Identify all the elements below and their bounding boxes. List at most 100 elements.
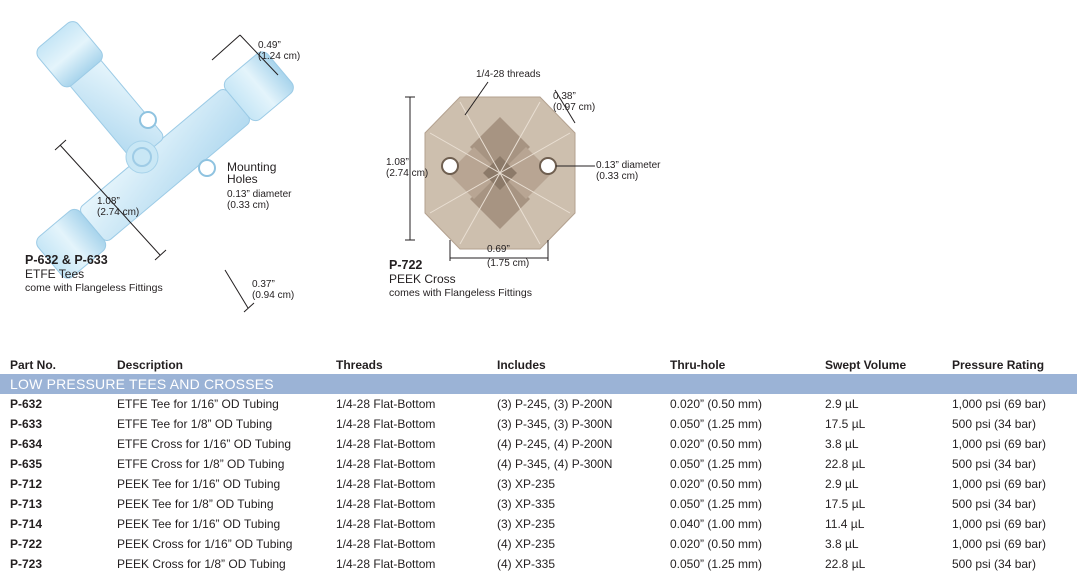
cell-threads: 1/4-28 Flat-Bottom [336, 477, 436, 491]
cell-part-no: P-714 [10, 517, 43, 531]
cell-thru-hole: 0.020” (0.50 mm) [670, 537, 763, 551]
cross-dim-corner-cm: (0.97 cm) [553, 102, 595, 113]
cell-pressure-rating: 500 psi (34 bar) [952, 497, 1037, 511]
cell-swept-volume: 2.9 µL [825, 397, 859, 411]
cross-dim-corner: 0.38” [553, 91, 576, 102]
cell-part-no: P-633 [10, 417, 43, 431]
cell-threads: 1/4-28 Flat-Bottom [336, 537, 436, 551]
cell-description: PEEK Cross for 1/16” OD Tubing [117, 537, 293, 551]
cell-part-no: P-713 [10, 497, 43, 511]
cross-hole-diameter: 0.13” diameter [596, 160, 661, 171]
tee-part-type: ETFE Tees [25, 267, 85, 281]
etfe-tee-illustration: 0.49” (1.24 cm) 1.08” (2.74 cm) 0.37” (0… [36, 21, 300, 313]
cell-thru-hole: 0.050” (1.25 mm) [670, 457, 763, 471]
table-row: P-713 PEEK Tee for 1/8” OD Tubing 1/4-28… [0, 494, 1077, 514]
cross-dim-bottom-cm: (1.75 cm) [487, 258, 529, 269]
cell-description: ETFE Cross for 1/8” OD Tubing [117, 457, 285, 471]
cell-includes: (3) XP-335 [497, 497, 556, 511]
mounting-holes-line1: Mounting [227, 160, 277, 174]
cell-includes: (3) P-245, (3) P-200N [497, 397, 613, 411]
cell-part-no: P-634 [10, 437, 43, 451]
cell-pressure-rating: 1,000 psi (69 bar) [952, 397, 1047, 411]
header-pressure-rating: Pressure Rating [952, 358, 1045, 372]
cell-swept-volume: 17.5 µL [825, 497, 866, 511]
cell-part-no: P-635 [10, 457, 43, 471]
tee-dimension-lines [54, 34, 279, 313]
cell-description: ETFE Tee for 1/16” OD Tubing [117, 397, 279, 411]
cross-part-type: PEEK Cross [389, 272, 456, 286]
cell-thru-hole: 0.050” (1.25 mm) [670, 417, 763, 431]
cell-threads: 1/4-28 Flat-Bottom [336, 517, 436, 531]
cell-pressure-rating: 1,000 psi (69 bar) [952, 517, 1047, 531]
table-row: P-632 ETFE Tee for 1/16” OD Tubing 1/4-2… [0, 394, 1077, 414]
cell-includes: (4) P-345, (4) P-300N [497, 457, 613, 471]
table-row: P-714 PEEK Tee for 1/16” OD Tubing 1/4-2… [0, 514, 1077, 534]
cross-dim-height-cm: (2.74 cm) [386, 168, 428, 179]
cell-includes: (4) XP-335 [497, 557, 556, 571]
cell-part-no: P-723 [10, 557, 43, 571]
cell-pressure-rating: 500 psi (34 bar) [952, 457, 1037, 471]
logo-emboss [125, 140, 159, 174]
cell-thru-hole: 0.040” (1.00 mm) [670, 517, 763, 531]
header-description: Description [117, 358, 184, 372]
cell-thru-hole: 0.020” (0.50 mm) [670, 437, 763, 451]
cell-swept-volume: 22.8 µL [825, 457, 866, 471]
cross-hole-diameter-cm: (0.33 cm) [596, 171, 638, 182]
header-swept-volume: Swept Volume [825, 358, 907, 372]
cross-part-note: comes with Flangeless Fittings [389, 287, 532, 299]
cell-thru-hole: 0.020” (0.50 mm) [670, 397, 763, 411]
cell-threads: 1/4-28 Flat-Bottom [336, 437, 436, 451]
cell-pressure-rating: 1,000 psi (69 bar) [952, 477, 1047, 491]
cell-swept-volume: 2.9 µL [825, 477, 859, 491]
cell-includes: (3) P-345, (3) P-300N [497, 417, 613, 431]
cell-includes: (4) P-245, (4) P-200N [497, 437, 613, 451]
cross-threads: 1/4-28 threads [476, 69, 541, 80]
tee-hole-diameter-cm: (0.33 cm) [227, 200, 269, 211]
cell-includes: (3) XP-235 [497, 477, 556, 491]
tee-caption: P-632 & P-633 ETFE Tees come with Flange… [25, 253, 163, 295]
mounting-holes-label: Mounting Holes [227, 161, 276, 185]
cell-pressure-rating: 1,000 psi (69 bar) [952, 537, 1047, 551]
cross-dimension-lines [405, 81, 595, 261]
tee-part-name: P-632 & P-633 [25, 253, 108, 267]
header-includes: Includes [497, 358, 546, 372]
cell-threads: 1/4-28 Flat-Bottom [336, 457, 436, 471]
tee-body [36, 51, 294, 279]
cell-swept-volume: 3.8 µL [825, 437, 859, 451]
cell-threads: 1/4-28 Flat-Bottom [336, 497, 436, 511]
cell-pressure-rating: 500 psi (34 bar) [952, 557, 1037, 571]
mounting-hole [198, 159, 216, 177]
cell-thru-hole: 0.020” (0.50 mm) [670, 477, 763, 491]
cell-threads: 1/4-28 Flat-Bottom [336, 417, 436, 431]
cell-part-no: P-722 [10, 537, 43, 551]
cross-dim-bottom: 0.69” [487, 244, 510, 255]
cell-threads: 1/4-28 Flat-Bottom [336, 397, 436, 411]
section-band: LOW PRESSURE TEES AND CROSSES [0, 374, 1077, 394]
cell-thru-hole: 0.050” (1.25 mm) [670, 557, 763, 571]
header-part-no: Part No. [10, 358, 57, 372]
product-table: Part No. Description Threads Includes Th… [0, 357, 1077, 574]
tee-dim-left-cm: (2.74 cm) [97, 207, 139, 218]
cell-description: PEEK Cross for 1/8” OD Tubing [117, 557, 286, 571]
cell-pressure-rating: 500 psi (34 bar) [952, 417, 1037, 431]
cross-caption: P-722 PEEK Cross comes with Flangeless F… [389, 258, 532, 300]
cell-description: PEEK Tee for 1/8” OD Tubing [117, 497, 274, 511]
cell-swept-volume: 22.8 µL [825, 557, 866, 571]
tee-dim-bottom: 0.37” [252, 279, 275, 290]
tee-dim-bottom-cm: (0.94 cm) [252, 290, 294, 301]
cross-mounting-hole [441, 157, 459, 175]
tee-part-note: come with Flangeless Fittings [25, 282, 163, 294]
cross-dim-height: 1.08” [386, 157, 409, 168]
tee-dim-top-cm: (1.24 cm) [258, 51, 300, 62]
tee-hole-diameter: 0.13” diameter [227, 189, 292, 200]
cell-pressure-rating: 1,000 psi (69 bar) [952, 437, 1047, 451]
table-row: P-634 ETFE Cross for 1/16” OD Tubing 1/4… [0, 434, 1077, 454]
peek-cross-illustration: 1/4-28 threads 0.38” (0.97 cm) 1.08” (2.… [386, 69, 661, 269]
cell-swept-volume: 11.4 µL [825, 517, 865, 531]
table-header: Part No. Description Threads Includes Th… [0, 357, 1077, 374]
cell-includes: (3) XP-235 [497, 517, 556, 531]
tee-branch [36, 21, 164, 161]
mounting-holes-line2: Holes [227, 172, 258, 186]
cross-body [424, 96, 576, 250]
cell-threads: 1/4-28 Flat-Bottom [336, 557, 436, 571]
